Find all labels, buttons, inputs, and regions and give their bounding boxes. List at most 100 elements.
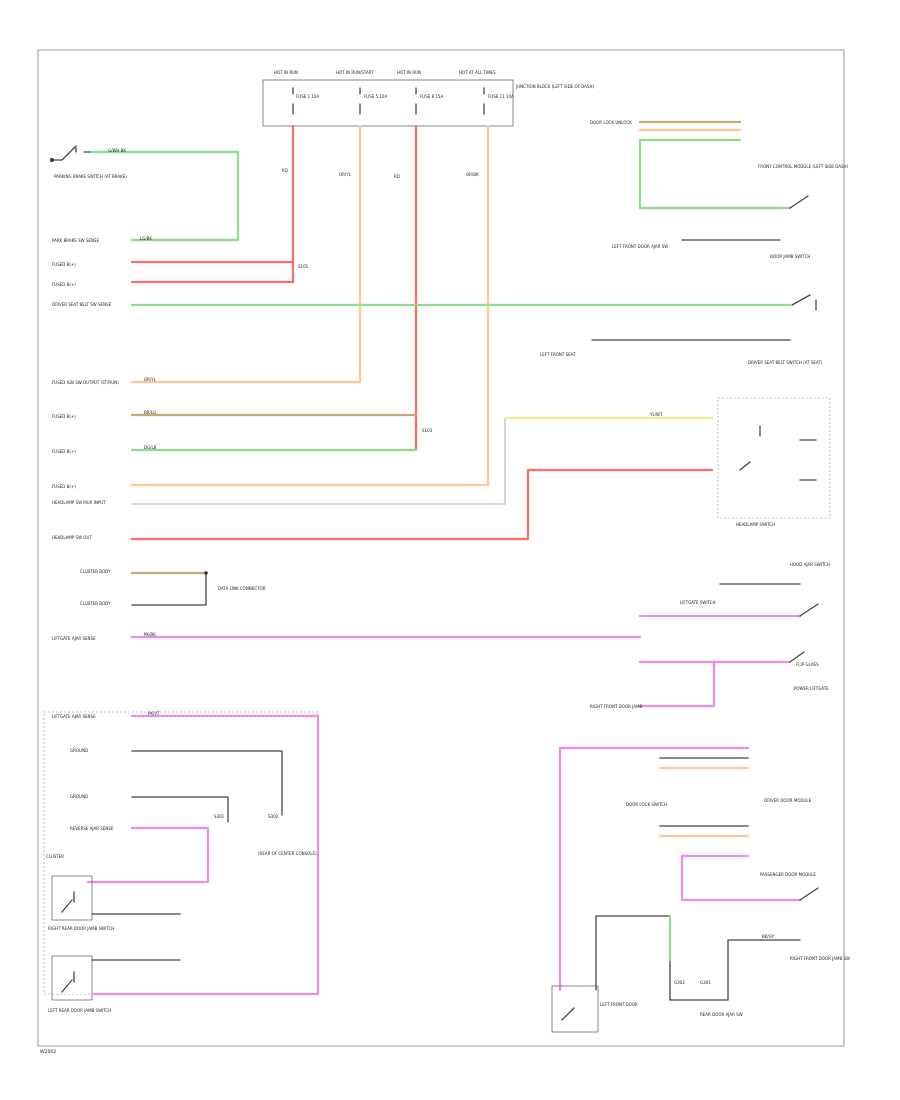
liftgate-flip-glass: FLIP GLASS POWER LIFTGATE RIGHT FRONT DO… bbox=[590, 651, 829, 709]
label-fused-b2: FUSED B(+) bbox=[52, 282, 76, 287]
label-headlamp-out: HEADLAMP SW OUT bbox=[52, 535, 92, 540]
label-brake-sw: PARK BRAKE SW SENSE bbox=[52, 238, 99, 243]
ground-note: (REAR OF CENTER CONSOLE) bbox=[258, 851, 317, 856]
label-cluster: CLUSTER bbox=[46, 854, 64, 859]
fuse-8: FUSE 8 15A bbox=[420, 94, 443, 99]
lf-door-ajar-switch: LEFT FRONT DOOR AJAR SW DOOR JAMB SWITCH bbox=[612, 195, 810, 259]
wire-code-pink: PK/BK bbox=[144, 632, 156, 637]
wire-black-cluster bbox=[131, 572, 207, 606]
wire-black-rear-door bbox=[595, 915, 671, 1001]
fuse-header-4: HOT AT ALL TIMES bbox=[459, 70, 496, 75]
wire-code-green-tan: G/WH BK bbox=[108, 148, 126, 153]
wire-code-orange2: OR/BK bbox=[466, 172, 479, 177]
wire-pink-lr-door bbox=[90, 714, 320, 996]
svg-text:POWER LIFTGATE: POWER LIFTGATE bbox=[794, 686, 829, 691]
label-fused-b1: FUSED B(+) bbox=[52, 262, 76, 267]
passenger-door-module: PASSENGER DOOR MODULE bbox=[658, 825, 816, 877]
wire-code-yellow: YL/WT bbox=[649, 412, 663, 417]
label-liftgate-lower: LIFTGATE AJAR SENSE bbox=[52, 714, 96, 719]
fuse-5: FUSE 5 10A bbox=[364, 94, 387, 99]
wire-code-red2: RD bbox=[394, 174, 400, 179]
diagram-frame bbox=[37, 49, 845, 1047]
wire-code-pink2: PK/VT bbox=[148, 711, 160, 716]
parking-brake-switch: PARKING BRAKE SWITCH (AT BRAKE) bbox=[50, 145, 127, 179]
ground-right: G301 bbox=[700, 980, 711, 985]
wire-green-module bbox=[638, 138, 792, 210]
svg-text:LIFTGATE SWITCH: LIFTGATE SWITCH bbox=[680, 600, 716, 605]
label-rear-door-sw: REAR DOOR AJAR SW bbox=[700, 1012, 743, 1017]
wire-code-red: RD bbox=[282, 168, 288, 173]
ground-left: G302 bbox=[674, 980, 685, 985]
svg-text:HEADLAMP SWITCH: HEADLAMP SWITCH bbox=[736, 522, 775, 527]
svg-text:PASSENGER DOOR MODULE: PASSENGER DOOR MODULE bbox=[760, 872, 816, 877]
label-driver-seatbelt: DRIVER SEAT BELT SW SENSE bbox=[52, 302, 112, 307]
headlamp-switch: HEADLAMP SWITCH bbox=[717, 397, 831, 527]
splice-s101: S101 bbox=[298, 264, 309, 269]
wire-orange-fuse11 bbox=[130, 124, 490, 487]
wire-code-orange-left: OR/YL bbox=[144, 377, 157, 382]
wire-orange-fuse5 bbox=[130, 124, 362, 384]
wire-black-ground2 bbox=[131, 796, 229, 823]
wire-red-fuse1 bbox=[130, 124, 295, 264]
wire-red-headlamp bbox=[130, 468, 714, 541]
driver-seatbelt-switch: DRIVER SEAT BELT SWITCH (AT SEAT) LEFT F… bbox=[540, 294, 823, 365]
svg-text:DRIVER SEAT BELT SWITCH (AT SE: DRIVER SEAT BELT SWITCH (AT SEAT) bbox=[748, 360, 823, 365]
svg-text:LEFT REAR DOOR JAMB SWITCH: LEFT REAR DOOR JAMB SWITCH bbox=[48, 1008, 111, 1013]
left-rear-door-switch: LEFT REAR DOOR JAMB SWITCH bbox=[48, 955, 111, 1013]
svg-text:RIGHT REAR DOOR JAMB SWITCH: RIGHT REAR DOOR JAMB SWITCH bbox=[48, 926, 114, 931]
driver-door-module: DRIVER DOOR MODULE DOOR LOCK SWITCH bbox=[558, 746, 812, 807]
splice-s103: S103 bbox=[422, 428, 433, 433]
label-right-front-sw: RIGHT FRONT DOOR JAMB SW bbox=[790, 956, 850, 961]
wire-red-fuse1b bbox=[130, 260, 295, 284]
fuse-11: FUSE 11 10A bbox=[488, 94, 514, 99]
wire-pink-reverse bbox=[86, 826, 210, 884]
wire-code-orange: OR/YL bbox=[339, 172, 352, 177]
svg-text:PARKING BRAKE SWITCH (AT BRAKE: PARKING BRAKE SWITCH (AT BRAKE) bbox=[54, 174, 127, 179]
junction-block: HOT IN RUN HOT IN RUN/START HOT IN RUN H… bbox=[262, 70, 594, 127]
label-cluster-body2: CLUSTER BODY bbox=[80, 601, 111, 606]
wire-code-green-lt: DG/LB bbox=[144, 445, 157, 450]
right-rear-door-switch: RIGHT REAR DOOR JAMB SWITCH bbox=[48, 875, 114, 931]
fuse-header-3: HOT IN RUN bbox=[397, 70, 421, 75]
wire-black-ground1 bbox=[131, 750, 283, 816]
fuse-1: FUSE 1 10A bbox=[296, 94, 319, 99]
label-fused-b4: FUSED B(+) bbox=[52, 449, 76, 454]
label-data-bus: DATA LINK CONNECTOR bbox=[218, 586, 266, 591]
wire-code-green-br: LG/BK bbox=[140, 236, 152, 241]
svg-text:DOOR JAMB SWITCH: DOOR JAMB SWITCH bbox=[770, 254, 810, 259]
svg-text:DRIVER DOOR MODULE: DRIVER DOOR MODULE bbox=[764, 798, 812, 803]
svg-text:RIGHT FRONT DOOR JAMB: RIGHT FRONT DOOR JAMB bbox=[590, 704, 642, 709]
svg-text:HOOD AJAR SWITCH: HOOD AJAR SWITCH bbox=[790, 562, 830, 567]
label-fused-b5: FUSED B(+) bbox=[52, 484, 76, 489]
fuse-header-1: HOT IN RUN bbox=[274, 70, 298, 75]
fuse-header-2: HOT IN RUN/START bbox=[336, 70, 374, 75]
label-ground-1: GROUND bbox=[70, 748, 88, 753]
wire-green-brake bbox=[90, 150, 240, 242]
label-fused-b3: FUSED B(+) bbox=[52, 414, 76, 419]
label-cluster-body: CLUSTER BODY bbox=[80, 569, 111, 574]
splice-s301: S301 bbox=[214, 814, 225, 819]
label-fused-ign: FUSED IGN SW OUTPUT (ST/RUN) bbox=[52, 380, 119, 385]
svg-text:FRONT CONTROL MODULE (LEFT SID: FRONT CONTROL MODULE (LEFT SIDE DASH) bbox=[758, 164, 849, 169]
svg-text:LEFT FRONT SEAT: LEFT FRONT SEAT bbox=[540, 352, 576, 357]
hood-ajar-switch: HOOD AJAR SWITCH LIFTGATE SWITCH bbox=[638, 562, 830, 618]
label-liftgate: LIFTGATE AJAR SENSE bbox=[52, 636, 96, 641]
wire-code-gray-bk: BK/GY bbox=[762, 934, 775, 939]
wire-code-brown: BR/LG bbox=[144, 410, 156, 415]
left-front-door-switch: LEFT FRONT DOOR bbox=[551, 985, 638, 1033]
junction-block-title: JUNCTION BLOCK (LEFT SIDE OF DASH) bbox=[515, 84, 594, 89]
splice-s302: S302 bbox=[268, 814, 279, 819]
wire-pink-rf-door bbox=[680, 854, 802, 902]
wire-black-ground-right bbox=[669, 939, 729, 1001]
label-ground-2: GROUND bbox=[70, 794, 88, 799]
wire-gray-headlamp bbox=[131, 417, 506, 505]
label-reverse-sense: REVERSE AJAR SENSE bbox=[70, 826, 114, 831]
svg-text:LEFT FRONT DOOR AJAR SW: LEFT FRONT DOOR AJAR SW bbox=[612, 244, 668, 249]
svg-text:DOOR LOCK SWITCH: DOOR LOCK SWITCH bbox=[626, 802, 667, 807]
diagram-code: W2002 bbox=[40, 1049, 56, 1055]
svg-text:LEFT FRONT DOOR: LEFT FRONT DOOR bbox=[600, 1002, 638, 1007]
front-control-module-conn: DOOR LOCK UNLOCK FRONT CONTROL MODULE (L… bbox=[590, 120, 849, 169]
svg-text:FLIP GLASS: FLIP GLASS bbox=[796, 662, 819, 667]
svg-text:DOOR LOCK UNLOCK: DOOR LOCK UNLOCK bbox=[590, 120, 632, 125]
